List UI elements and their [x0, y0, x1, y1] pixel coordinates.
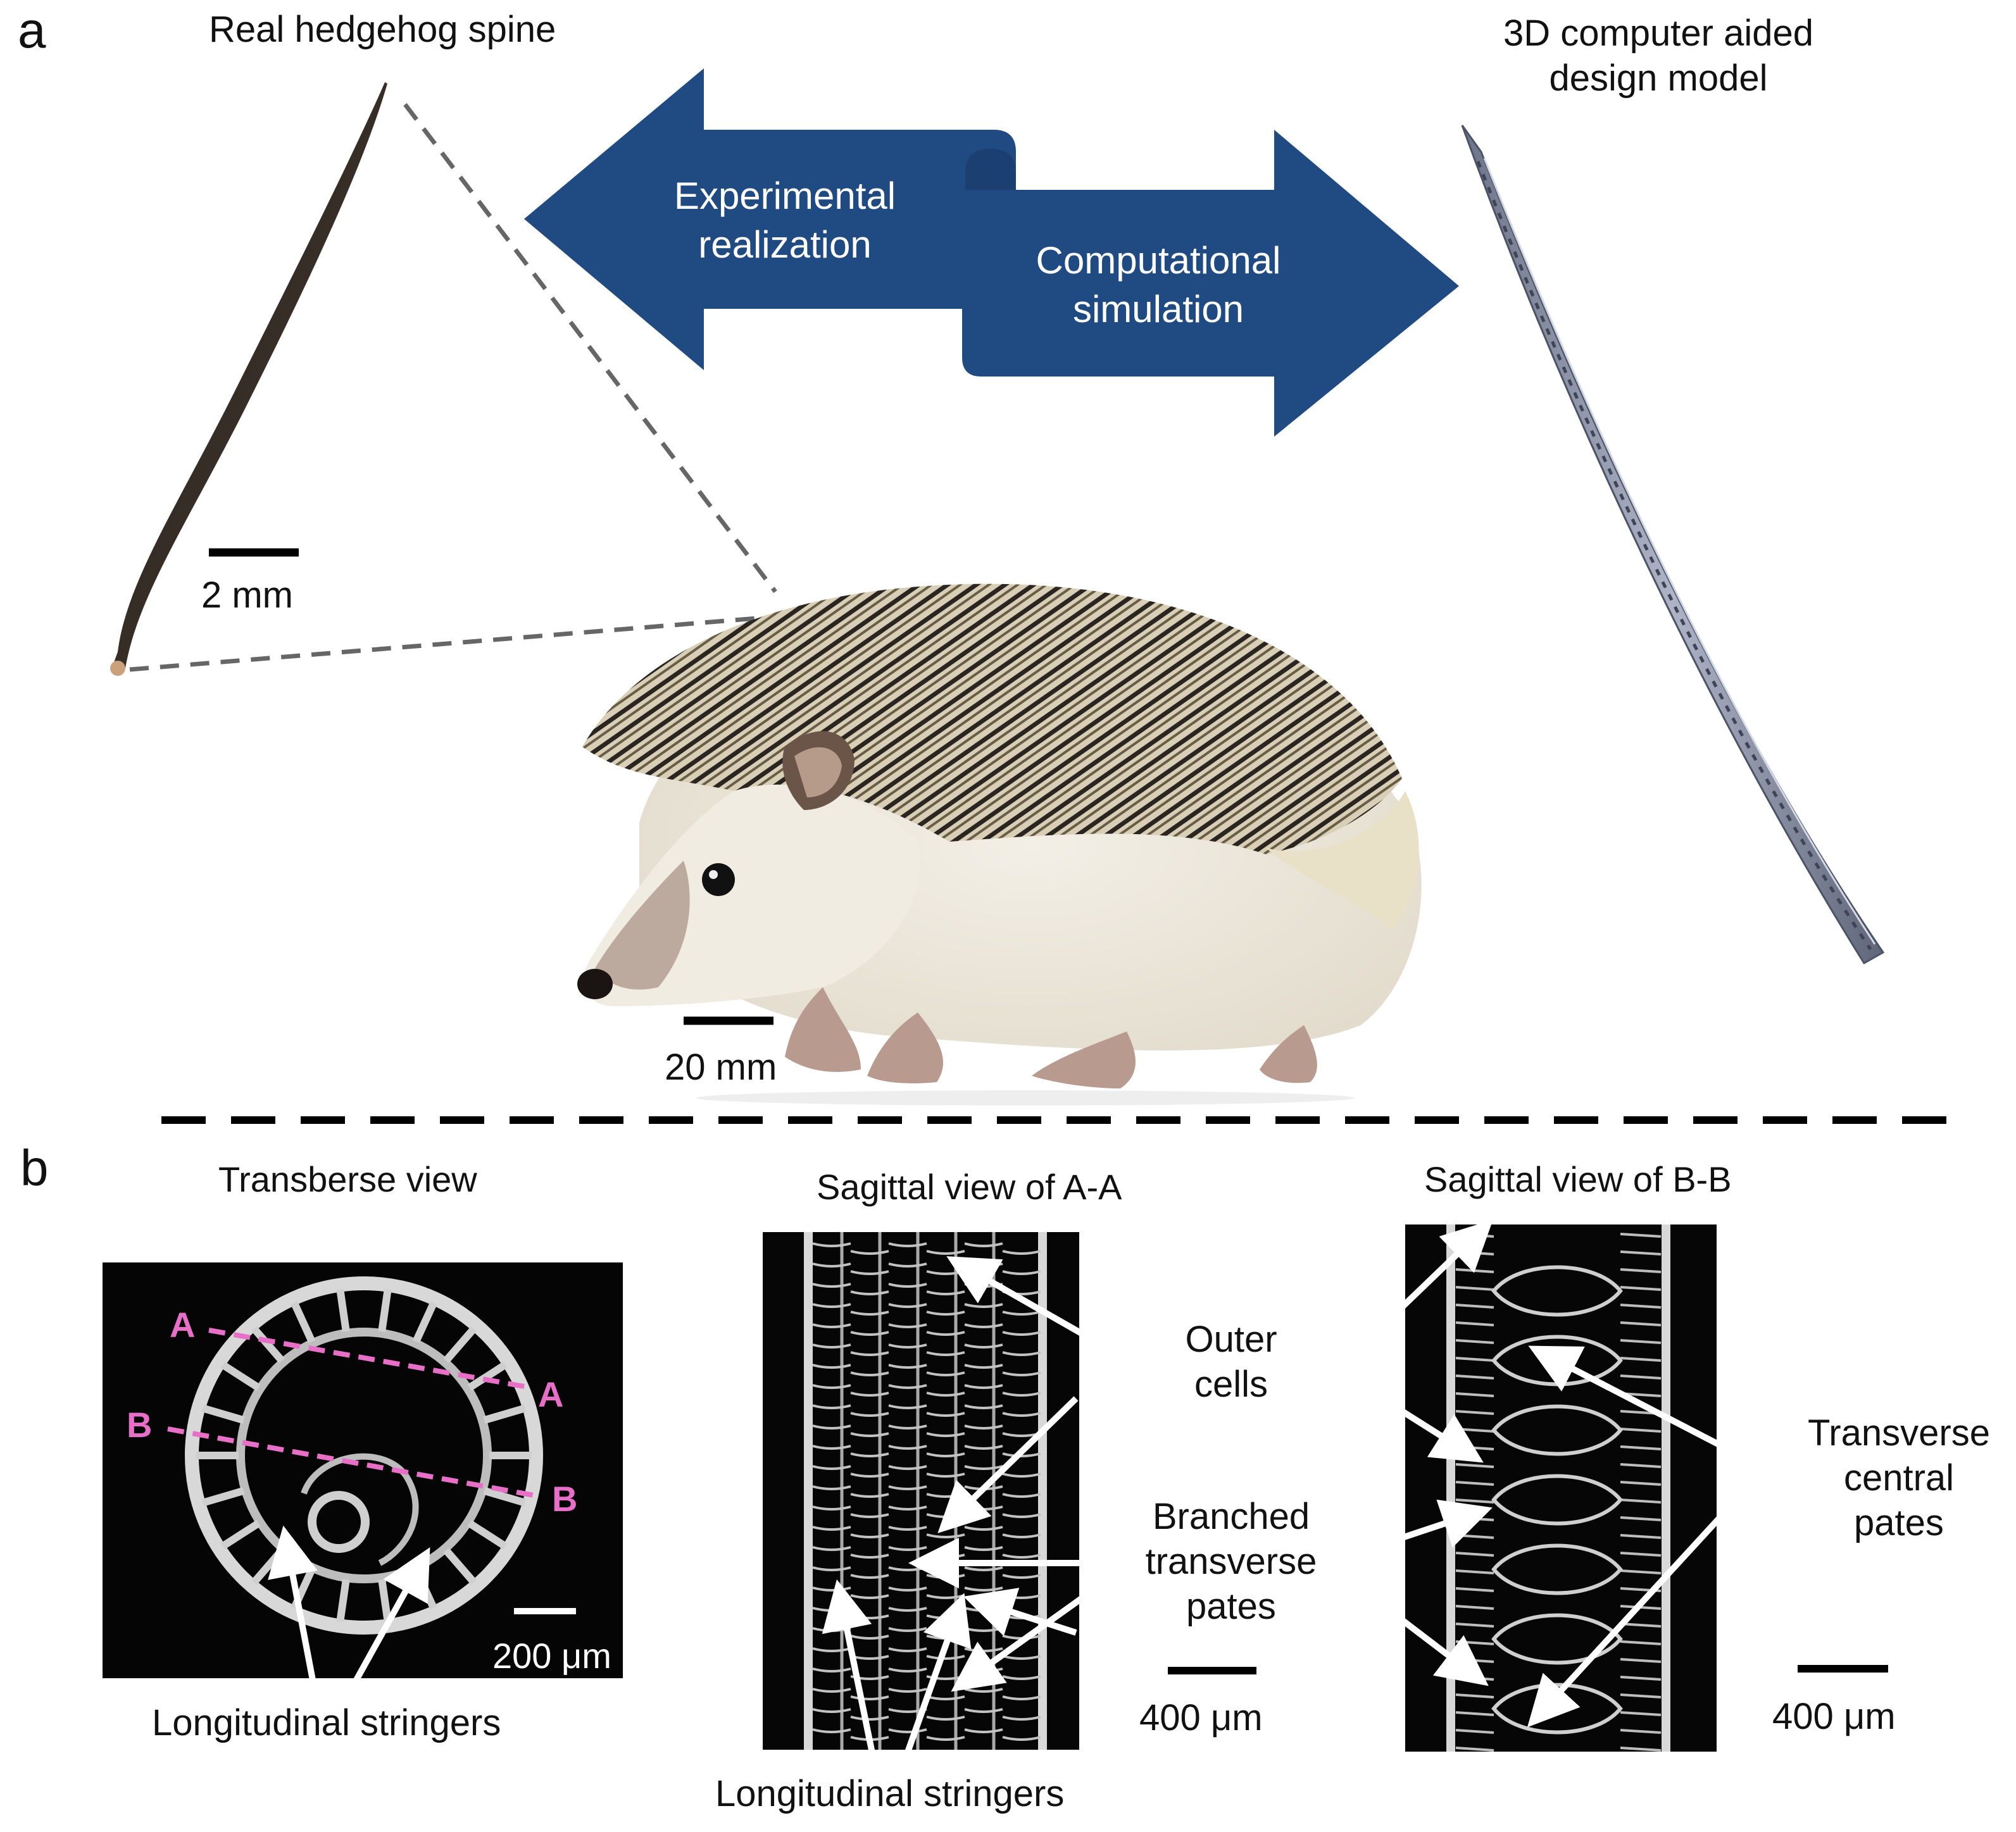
arrow-left-line1: Experimental	[673, 175, 896, 217]
sagittal-a-micrograph	[763, 1232, 1079, 1750]
arrow-right-line1: Computational	[1036, 239, 1281, 282]
experimental-realization-label: Experimental realization	[658, 172, 911, 270]
panel-b-letter: b	[20, 1140, 49, 1196]
computational-simulation-label: Computational simulation	[1013, 237, 1304, 334]
section-b-label-right: B	[552, 1479, 578, 1519]
experimental-realization-arrow[interactable]	[524, 68, 1016, 370]
sagittal-a-scale-label: 400 μm	[1139, 1697, 1263, 1738]
outer-line1: Outer	[1185, 1319, 1277, 1360]
arrow-left-line2: realization	[698, 223, 872, 266]
sagittal-b-title: Sagittal view of B-B	[1424, 1159, 1732, 1199]
hedgehog-scale-label: 20 mm	[665, 1047, 777, 1088]
outer-cells-label: Outer cells	[1139, 1318, 1323, 1407]
cad-title: 3D computer aided design model	[1484, 11, 1832, 101]
branched-line3: pates	[1186, 1585, 1276, 1627]
branched-line1: Branched	[1152, 1496, 1310, 1537]
spine-scale-label: 2 mm	[201, 575, 293, 616]
section-line-b	[167, 1426, 542, 1499]
hedgehog-image	[577, 583, 1422, 1106]
central-line1: Transverse	[1808, 1412, 1990, 1454]
cad-spine-model	[1461, 125, 1885, 965]
transverse-title: Transberse view	[218, 1159, 477, 1199]
section-b-label-left: B	[127, 1405, 153, 1445]
sagittal-b-scale-label: 400 μm	[1772, 1696, 1896, 1737]
central-line3: pates	[1854, 1502, 1944, 1543]
transverse-central-label: Transverse central pates	[1794, 1411, 2003, 1545]
outer-line2: cells	[1194, 1363, 1268, 1405]
annotation-arrows	[268, 1219, 1724, 1760]
cad-title-line2: design model	[1549, 57, 1768, 99]
sagittal-a-title: Sagittal view of A-A	[817, 1167, 1122, 1207]
panel-a-letter: a	[18, 2, 46, 58]
cad-title-line1: 3D computer aided	[1503, 13, 1814, 54]
zoom-lines	[129, 103, 777, 672]
transverse-scale-label: 200 μm	[492, 1636, 611, 1676]
sagittal-b-micrograph	[1405, 1224, 1717, 1752]
branched-transverse-label: Branched transverse pates	[1127, 1495, 1336, 1629]
section-line-a	[208, 1328, 532, 1390]
arrow-right-line2: simulation	[1072, 287, 1244, 330]
spine-title: Real hedgehog spine	[209, 9, 556, 50]
section-a-label-right: A	[538, 1374, 564, 1414]
longitudinal-stringers-label-1: Longitudinal stringers	[152, 1702, 501, 1743]
longitudinal-stringers-label-2: Longitudinal stringers	[715, 1773, 1065, 1814]
computational-simulation-arrow[interactable]	[962, 130, 1459, 437]
section-a-label-left: A	[170, 1305, 196, 1345]
real-spine-image	[110, 82, 387, 676]
branched-line2: transverse	[1145, 1540, 1317, 1582]
central-line2: central	[1843, 1457, 1955, 1499]
